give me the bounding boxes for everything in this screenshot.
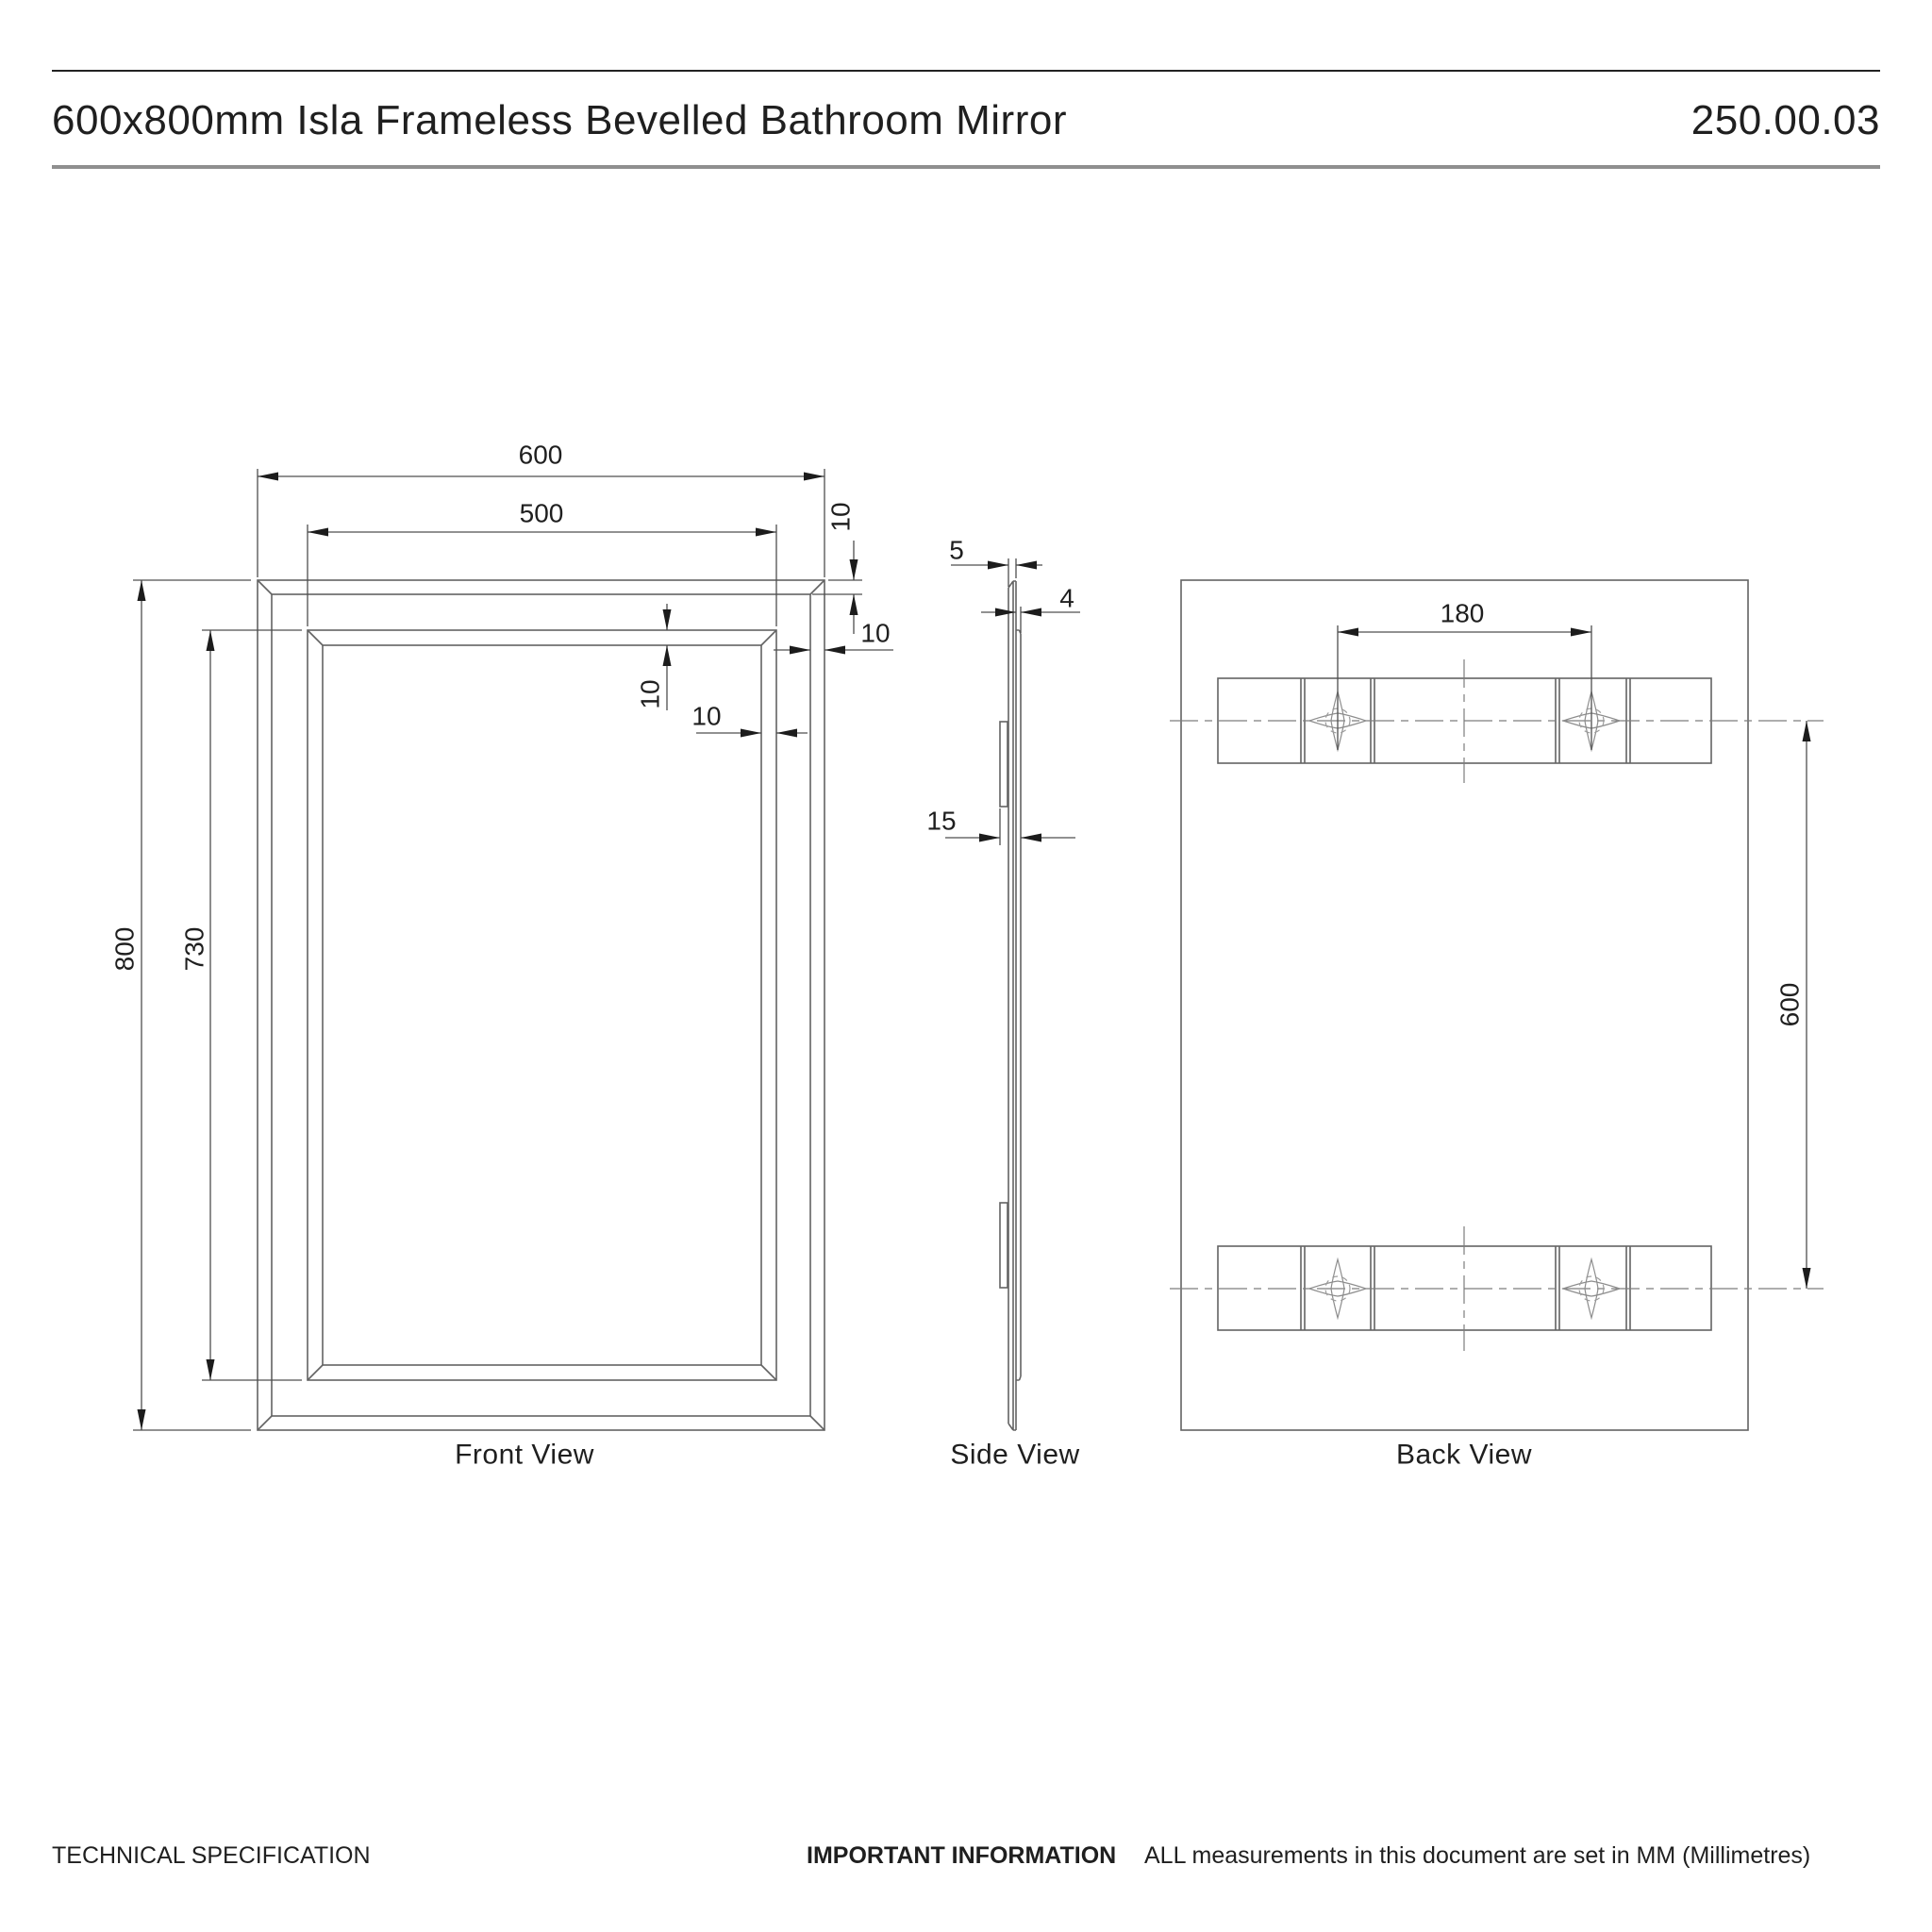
dim-front-730-label: 730 [180,927,209,972]
header: 600x800mm Isla Frameless Bevelled Bathro… [52,70,1880,169]
front-view-dimensions: 600 500 800 730 10 10 10 10 [110,441,893,1431]
dim-front-600-lines [257,469,825,577]
footer-technical-specification: TECHNICAL SPECIFICATION [52,1842,371,1869]
dim-side-5-arrows [988,560,1037,570]
front-outer-bevel-corners [257,579,825,1431]
dim-front-500-lines [307,525,777,626]
dim-front-730-lines [202,629,302,1381]
dim-front-inner-bevel-right-label: 10 [691,702,721,731]
back-view-drawing [1170,579,1824,1431]
dim-side-4-label: 4 [1059,584,1074,613]
front-inner-bevel-line [322,644,762,1366]
dim-front-bevel-right-arrows [790,645,845,655]
dim-front-inner-bevel-top-label: 10 [636,679,665,708]
dim-back-600-label: 600 [1775,983,1805,1027]
side-view-drawing [999,580,1022,1431]
dim-front-500-label: 500 [520,499,564,528]
dim-side-15-label: 15 [926,807,956,836]
dim-front-800-label: 800 [110,927,140,972]
dim-front-bevel-right-label: 10 [860,619,890,648]
side-view-dimensions: 5 4 15 [926,536,1080,845]
dim-front-bevel-top-arrows [849,559,858,615]
dim-side-4-arrows [995,608,1041,617]
footer-important-information-label: IMPORTANT INFORMATION [807,1842,1116,1869]
front-view-label: Front View [455,1440,594,1471]
front-outer-bevel-line [271,593,811,1417]
dim-back-180-label: 180 [1441,599,1485,628]
dim-front-inner-bevel-right-arrows [741,728,797,738]
dim-back-180-lines [1337,625,1592,750]
front-inner-bevel-corners [307,629,777,1381]
front-outer-edge [257,579,825,1431]
dim-side-5-label: 5 [949,536,964,565]
back-view-label: Back View [1396,1440,1532,1471]
side-backing-section [1016,629,1022,1381]
dim-side-15-arrows [979,833,1041,842]
back-outer-edge [1180,579,1749,1431]
dim-front-800-lines [133,579,251,1431]
dim-front-bevel-top-lines [812,541,862,634]
side-bracket-top [999,721,1008,808]
side-view-label: Side View [950,1440,1079,1471]
page-title: 600x800mm Isla Frameless Bevelled Bathro… [52,97,1067,143]
dim-side-15-lines [945,808,1075,845]
side-glass-section [1008,580,1017,1431]
front-inner-edge [307,629,777,1381]
footer-measurements-note: ALL measurements in this document are se… [1144,1842,1810,1869]
dim-front-inner-bevel-top-arrows [662,609,672,666]
product-code: 250.00.03 [1691,97,1880,143]
back-view-dimensions: 180 600 [1337,599,1811,1289]
front-view-drawing [257,579,825,1431]
dim-front-600-label: 600 [519,441,563,470]
dim-side-5-lines [951,558,1042,587]
dim-front-bevel-top-label: 10 [826,502,856,531]
footer: TECHNICAL SPECIFICATION IMPORTANT INFORM… [52,1842,1810,1869]
side-bracket-bottom [999,1202,1008,1289]
